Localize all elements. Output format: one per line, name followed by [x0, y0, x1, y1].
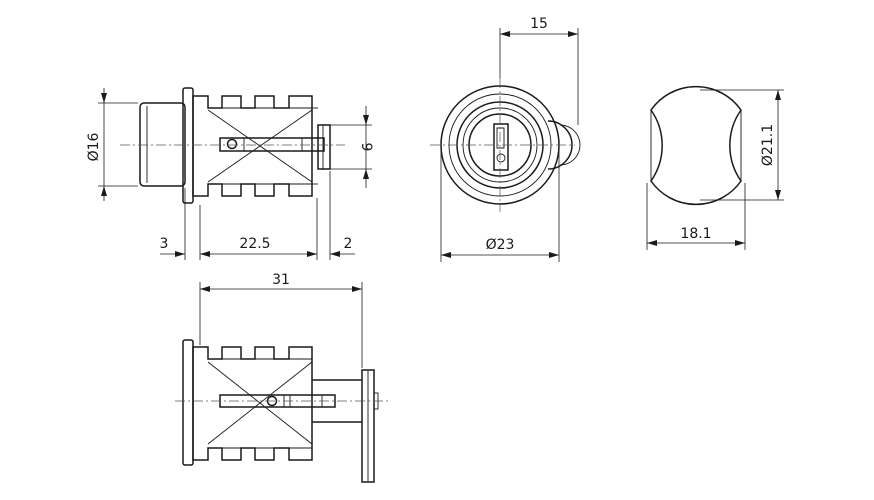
dim-cam-offset: 9 [330, 106, 374, 188]
dim-overall-length: 31 [199, 272, 363, 368]
cam-plate-view [650, 85, 742, 206]
side-view [120, 87, 345, 204]
label-overall-length: 31 [272, 272, 290, 288]
dim-side-lengths: 3 22.5 2 [160, 171, 355, 260]
label-front-body-diameter: Ø16 [86, 132, 102, 161]
front-view [430, 78, 581, 212]
label-body-length: 22.5 [239, 236, 270, 252]
label-face-diameter: Ø23 [486, 237, 515, 253]
dim-cam-width: 18.1 [646, 183, 746, 250]
label-cam-projection: 15 [530, 16, 548, 32]
label-cam-width: 18.1 [680, 226, 711, 242]
dim-cam-projection: 15 [499, 16, 579, 125]
label-cam-thickness: 2 [344, 236, 353, 252]
label-cam-offset: 9 [358, 143, 374, 152]
label-cam-diameter: Ø21.1 [760, 124, 776, 166]
dim-front-body-diameter: Ø16 [86, 88, 138, 201]
bottom-view [175, 339, 390, 483]
dim-face-diameter: Ø23 [440, 150, 560, 262]
label-flange-thickness: 3 [160, 236, 169, 252]
dim-cam-diameter: Ø21.1 [700, 89, 784, 201]
